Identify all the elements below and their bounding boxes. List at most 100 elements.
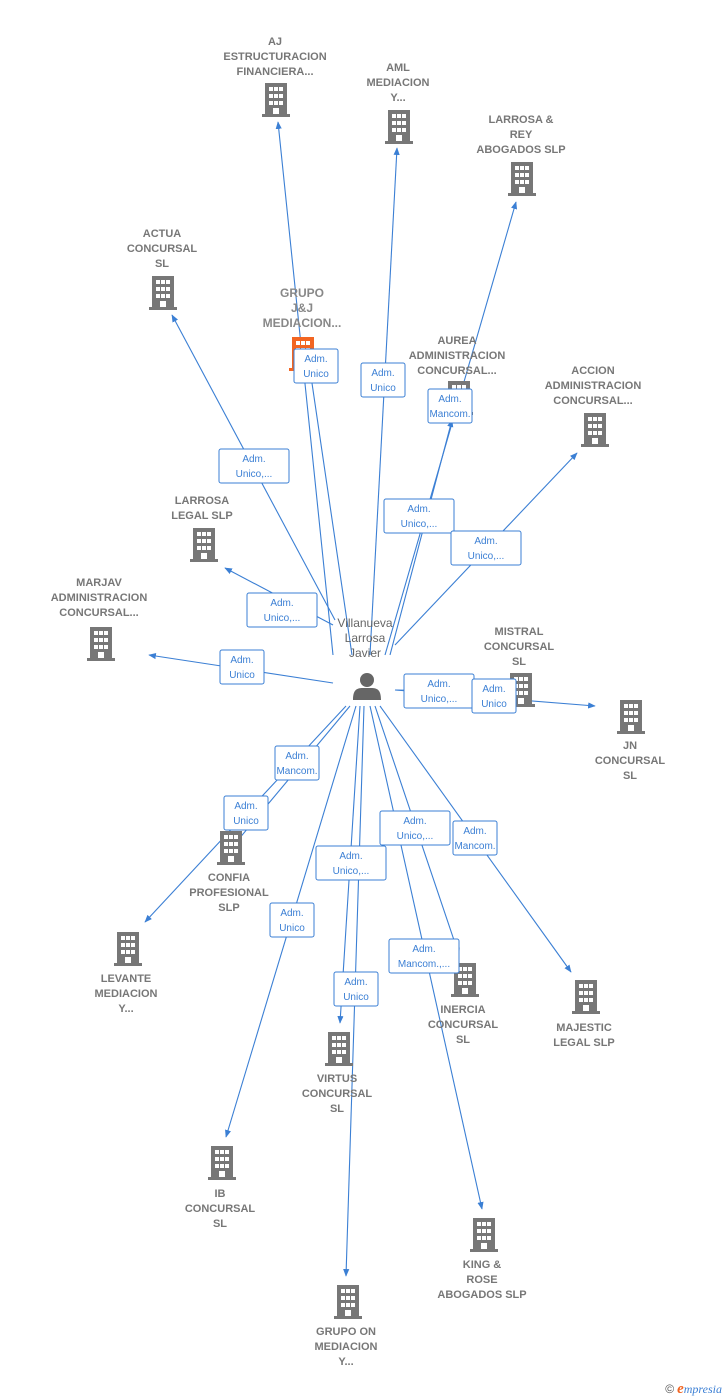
edge-label-line: Adm. — [474, 536, 497, 547]
edge-label-king-rose[interactable]: Adm.Mancom.,... — [388, 938, 460, 974]
edge-label-line: Unico,... — [397, 831, 434, 842]
edge-label-marjav[interactable]: Adm.Unico — [219, 649, 265, 685]
company-label-line: ADMINISTRACION — [409, 350, 506, 362]
edge-label-box — [293, 348, 339, 384]
edge-label-line: Mancom.,... — [398, 959, 450, 970]
edge-label-line: Unico — [303, 369, 329, 380]
company-label-line: CONCURSAL... — [59, 607, 138, 619]
company-label-line: CONCURSAL — [127, 243, 198, 255]
company-label-line: AJ — [268, 36, 282, 48]
building-icon — [581, 413, 609, 447]
building-icon — [87, 627, 115, 661]
company-label-line: LARROSA — [175, 495, 229, 507]
edge-label-line: Adm. — [285, 751, 308, 762]
edge-label-larrosa-legal[interactable]: Adm.Unico,... — [246, 592, 318, 628]
building-icon — [334, 1285, 362, 1319]
edge-label-inercia[interactable]: Adm.Unico,... — [379, 810, 451, 846]
edge-label-majestic[interactable]: Adm.Mancom. — [452, 820, 498, 856]
edge-label-box — [219, 649, 265, 685]
edge-label-line: Adm. — [438, 394, 461, 405]
edge-labels-layer: Adm.UnicoAdm.UnicoAdm.Mancom.Adm.Unico,.… — [218, 348, 522, 1007]
edge-label-box — [246, 592, 318, 628]
edge-label-line: Adm. — [280, 908, 303, 919]
edge-label-jn[interactable]: Adm.Unico — [471, 678, 517, 714]
building-icon — [470, 1218, 498, 1252]
company-node-aurea[interactable]: AUREA ADMINISTRACION CONCURSAL... — [409, 335, 506, 415]
edge-label-aurea[interactable]: Adm.Unico,... — [383, 498, 455, 534]
company-label-line: ABOGADOS SLP — [437, 1289, 526, 1301]
company-label-line: SL — [512, 656, 526, 668]
edge-label-line: Mancom. — [429, 409, 470, 420]
company-label-line: CONCURSAL — [302, 1088, 373, 1100]
edge-label-line: Unico,... — [401, 519, 438, 530]
footer-brand[interactable]: ©empresia — [665, 1381, 722, 1398]
edge-label-text: Adm.Unico — [481, 684, 507, 710]
building-icon — [190, 528, 218, 562]
edge-label-accion[interactable]: Adm.Unico,... — [450, 530, 522, 566]
edge-label-mistral[interactable]: Adm.Unico,... — [403, 673, 475, 709]
edge-label-confia[interactable]: Adm. Mancom. — [274, 745, 320, 781]
edge-label-larrosa-rey[interactable]: Adm. Mancom. — [427, 388, 473, 424]
edge-label-aml[interactable]: Adm.Unico — [360, 362, 406, 398]
company-label-line: CONCURSAL — [484, 641, 555, 653]
edge-label-ib[interactable]: Adm.Unico — [269, 902, 315, 938]
edge-label-text: Adm.Unico — [229, 655, 255, 681]
edge-label-box — [452, 820, 498, 856]
edge-label-box — [471, 678, 517, 714]
company-label-line: CONCURSAL... — [417, 365, 496, 377]
building-icon — [325, 1032, 353, 1066]
edge-label-line: Adm. — [339, 851, 362, 862]
company-label-line: ROSE — [466, 1274, 497, 1286]
edge-label-line: Mancom. — [276, 766, 317, 777]
company-label-line: CONCURSAL — [185, 1203, 256, 1215]
edge-label-actua[interactable]: Adm.Unico,... — [218, 448, 290, 484]
edge-label-line: Unico — [370, 383, 396, 394]
company-label-line: Y... — [118, 1003, 133, 1015]
company-label-line: IB — [215, 1188, 226, 1200]
company-label-line: J&J — [291, 301, 313, 315]
building-icon — [572, 980, 600, 1014]
edge-label-levante[interactable]: Adm.Unico — [223, 795, 269, 831]
edge-label-line: Mancom. — [454, 841, 495, 852]
edge-label-box — [274, 745, 320, 781]
edge-label-grupo-on[interactable]: Adm.Unico — [333, 971, 379, 1007]
brand-logo-text: mpresia — [683, 1382, 722, 1396]
edge-label-line: Adm. — [482, 684, 505, 695]
company-label-line: VIRTUS — [317, 1073, 357, 1085]
edge-label-virtus[interactable]: Adm.Unico,... — [315, 845, 387, 881]
edge-label-grupo-jj[interactable]: Adm.Unico — [293, 348, 339, 384]
edge-label-box — [333, 971, 379, 1007]
edge-label-text: Adm. Mancom. — [429, 394, 470, 420]
company-label-line: GRUPO — [280, 286, 324, 300]
building-icon — [617, 700, 645, 734]
company-label-line: ADMINISTRACION — [51, 592, 148, 604]
company-label-line: FINANCIERA... — [237, 66, 314, 78]
edge-label-line: Adm. — [344, 977, 367, 988]
company-label-line: AUREA — [437, 335, 476, 347]
edge-label-text: Adm. Mancom. — [276, 751, 317, 777]
